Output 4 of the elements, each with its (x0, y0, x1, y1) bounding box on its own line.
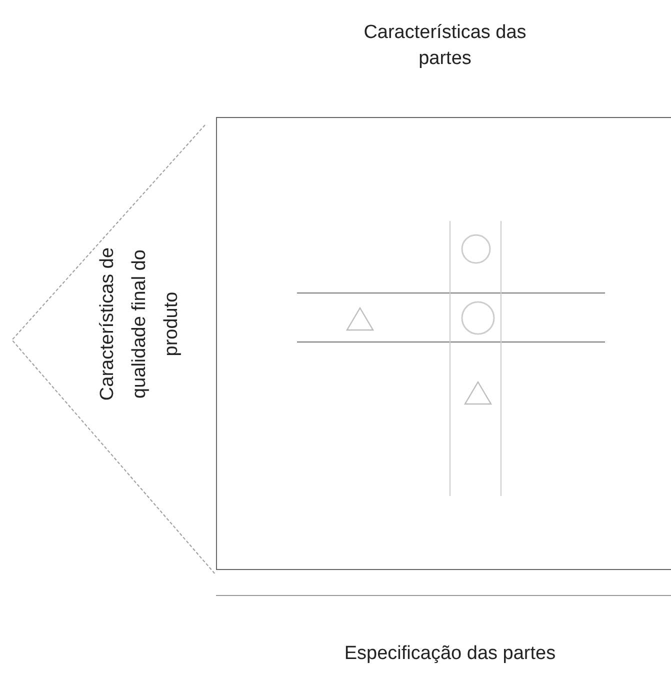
column-heading: Características das partes (362, 21, 528, 71)
row-heading: Especificação das partes (343, 642, 557, 666)
triangle-row-header: Características de qualidade final do produto (0, 117, 216, 575)
matrix-box (216, 117, 671, 570)
